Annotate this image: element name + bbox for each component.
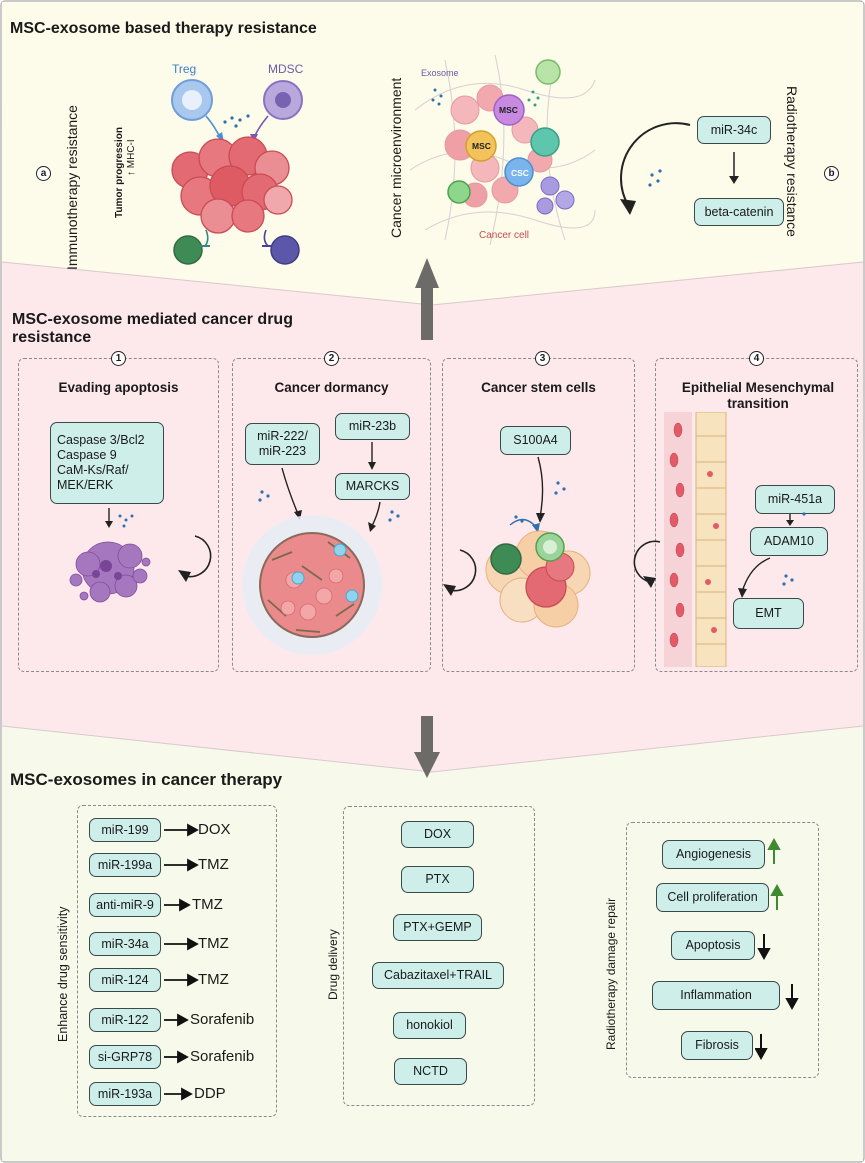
epithelial-tissue-illustration	[664, 412, 727, 667]
enhance-mir-1: miR-199	[89, 818, 161, 842]
delivery-item-5: honokiol	[393, 1012, 466, 1039]
radio-direction-arrows	[755, 838, 799, 1061]
enhance-drug-2: TMZ	[198, 856, 229, 873]
panel-4-title: Epithelial Mesenchymal transition	[660, 380, 856, 412]
enhance-drug-5: TMZ	[198, 971, 229, 988]
enhance-drug-6: Sorafenib	[190, 1011, 255, 1028]
immunotherapy-resistance-label: Immunotherapy resistance	[64, 105, 80, 270]
radiotherapy-cycle-arrows	[620, 122, 691, 215]
beta-catenin-box: beta-catenin	[694, 198, 784, 226]
treg-label: Treg	[172, 62, 197, 76]
down-arrow-icon	[755, 1034, 768, 1061]
microenvironment-illustration	[409, 54, 596, 246]
enhance-sensitivity-label: Enhance drug sensitivity	[56, 906, 70, 1043]
csc-cell-label: CSC	[511, 168, 529, 178]
tumor-progression-label: Tumor progression	[114, 127, 125, 218]
apoptosis-line-4: MEK/ERK	[57, 478, 114, 492]
up-arrow-icon	[767, 838, 781, 864]
emt-box: EMT	[733, 598, 804, 629]
s100a4-box: S100A4	[500, 426, 571, 455]
mir34c-to-beta-catenin-arrow	[729, 152, 739, 184]
msc-cell-label: MSC	[499, 105, 518, 115]
drug-delivery-panel	[343, 806, 535, 1106]
radio-item-5: Fibrosis	[681, 1031, 753, 1060]
enhance-drug-8: DDP	[194, 1085, 226, 1102]
top-section-title: MSC-exosome based therapy resistance	[10, 20, 317, 37]
panel-3-number: 3	[535, 351, 550, 366]
panel-1-title: Evading apoptosis	[58, 380, 179, 395]
cancer-cell-label: Cancer cell	[479, 230, 530, 241]
panel-3-title: Cancer stem cells	[481, 380, 596, 395]
delivery-item-3: PTX+GEMP	[393, 914, 482, 941]
delivery-item-2: PTX	[401, 866, 474, 893]
enhance-sensitivity-panel	[77, 805, 277, 1117]
mdsc-label: MDSC	[268, 62, 304, 76]
enhance-mir-5: miR-124	[89, 968, 161, 992]
enhance-mir-4: miR-34a	[89, 932, 161, 956]
stem-cell-illustration	[443, 456, 591, 628]
panel-4-title-line2: transition	[727, 396, 789, 412]
exosome-label: Exosome	[421, 68, 459, 78]
emt-arrows	[633, 512, 806, 598]
enhance-mir-3: anti-miR-9	[89, 893, 161, 917]
delivery-item-4: Cabazitaxel+TRAIL	[372, 962, 504, 989]
enhance-drug-7: Sorafenib	[190, 1048, 255, 1065]
down-arrow-icon	[785, 984, 799, 1011]
radiotherapy-resistance-label: Radiotherapy resistance	[784, 86, 800, 237]
tumor-immune-illustration	[171, 79, 303, 265]
radiotherapy-repair-panel	[626, 822, 819, 1078]
radio-item-3: Apoptosis	[671, 931, 755, 960]
marcks-box: MARCKS	[335, 473, 410, 500]
enhance-arrows	[164, 823, 199, 1101]
apoptosis-line-2: Caspase 9	[57, 448, 117, 462]
apoptosis-line-1: Caspase 3/Bcl2	[57, 433, 145, 447]
middle-title-line1: MSC-exosome mediated cancer drug	[12, 311, 293, 328]
marker-b: b	[824, 166, 839, 181]
middle-section-title: MSC-exosome mediated cancer drug resista…	[12, 311, 293, 348]
enhance-drug-4: TMZ	[198, 935, 229, 952]
radio-item-4: Inflammation	[652, 981, 780, 1010]
mhc-label: ↑ MHC-I	[126, 139, 137, 176]
delivery-item-1: DOX	[401, 821, 474, 848]
middle-title-line2: resistance	[12, 329, 92, 347]
radio-item-1: Angiogenesis	[662, 840, 765, 869]
delivery-item-6: NCTD	[394, 1058, 467, 1085]
apoptosis-pathway-box: Caspase 3/Bcl2 Caspase 9 CaM-Ks/Raf/ MEK…	[50, 422, 164, 504]
enhance-drug-1: DOX	[198, 821, 231, 838]
panel-4-title-line1: Epithelial Mesenchymal	[681, 380, 835, 395]
msc-cell-label-2: MSC	[472, 141, 491, 151]
enhance-mir-7: si-GRP78	[89, 1045, 161, 1069]
bottom-section-title: MSC-exosomes in cancer therapy	[10, 770, 283, 789]
enhance-mir-2: miR-199a	[89, 853, 161, 877]
panel-4-number: 4	[749, 351, 764, 366]
dormancy-illustration	[242, 442, 400, 655]
cancer-microenvironment-label: Cancer microenvironment	[388, 77, 404, 238]
mir-23b-box: miR-23b	[335, 413, 410, 440]
enhance-mir-6: miR-122	[89, 1008, 161, 1032]
enhance-mir-8: miR-193a	[89, 1082, 161, 1106]
mir-34c-box: miR-34c	[697, 116, 771, 144]
adam10-box: ADAM10	[750, 527, 828, 556]
apoptosis-line-3: CaM-Ks/Raf/	[57, 463, 129, 477]
panel-2-title: Cancer dormancy	[274, 380, 389, 395]
radiotherapy-repair-label: Radiotherapy damage repair	[604, 897, 618, 1050]
apoptotic-cell-illustration	[69, 508, 212, 603]
panel-1-number: 1	[111, 351, 126, 366]
radio-item-2: Cell proliferation	[656, 883, 769, 912]
up-arrow-icon	[770, 883, 784, 910]
drug-delivery-label: Drug delivery	[326, 929, 340, 1000]
mir-222-223-box: miR-222/ miR-223	[245, 423, 320, 465]
down-arrow-icon	[757, 934, 771, 961]
marker-a: a	[36, 166, 51, 181]
mir-451a-box: miR-451a	[755, 485, 835, 514]
enhance-drug-3: TMZ	[192, 896, 223, 913]
panel-2-number: 2	[324, 351, 339, 366]
